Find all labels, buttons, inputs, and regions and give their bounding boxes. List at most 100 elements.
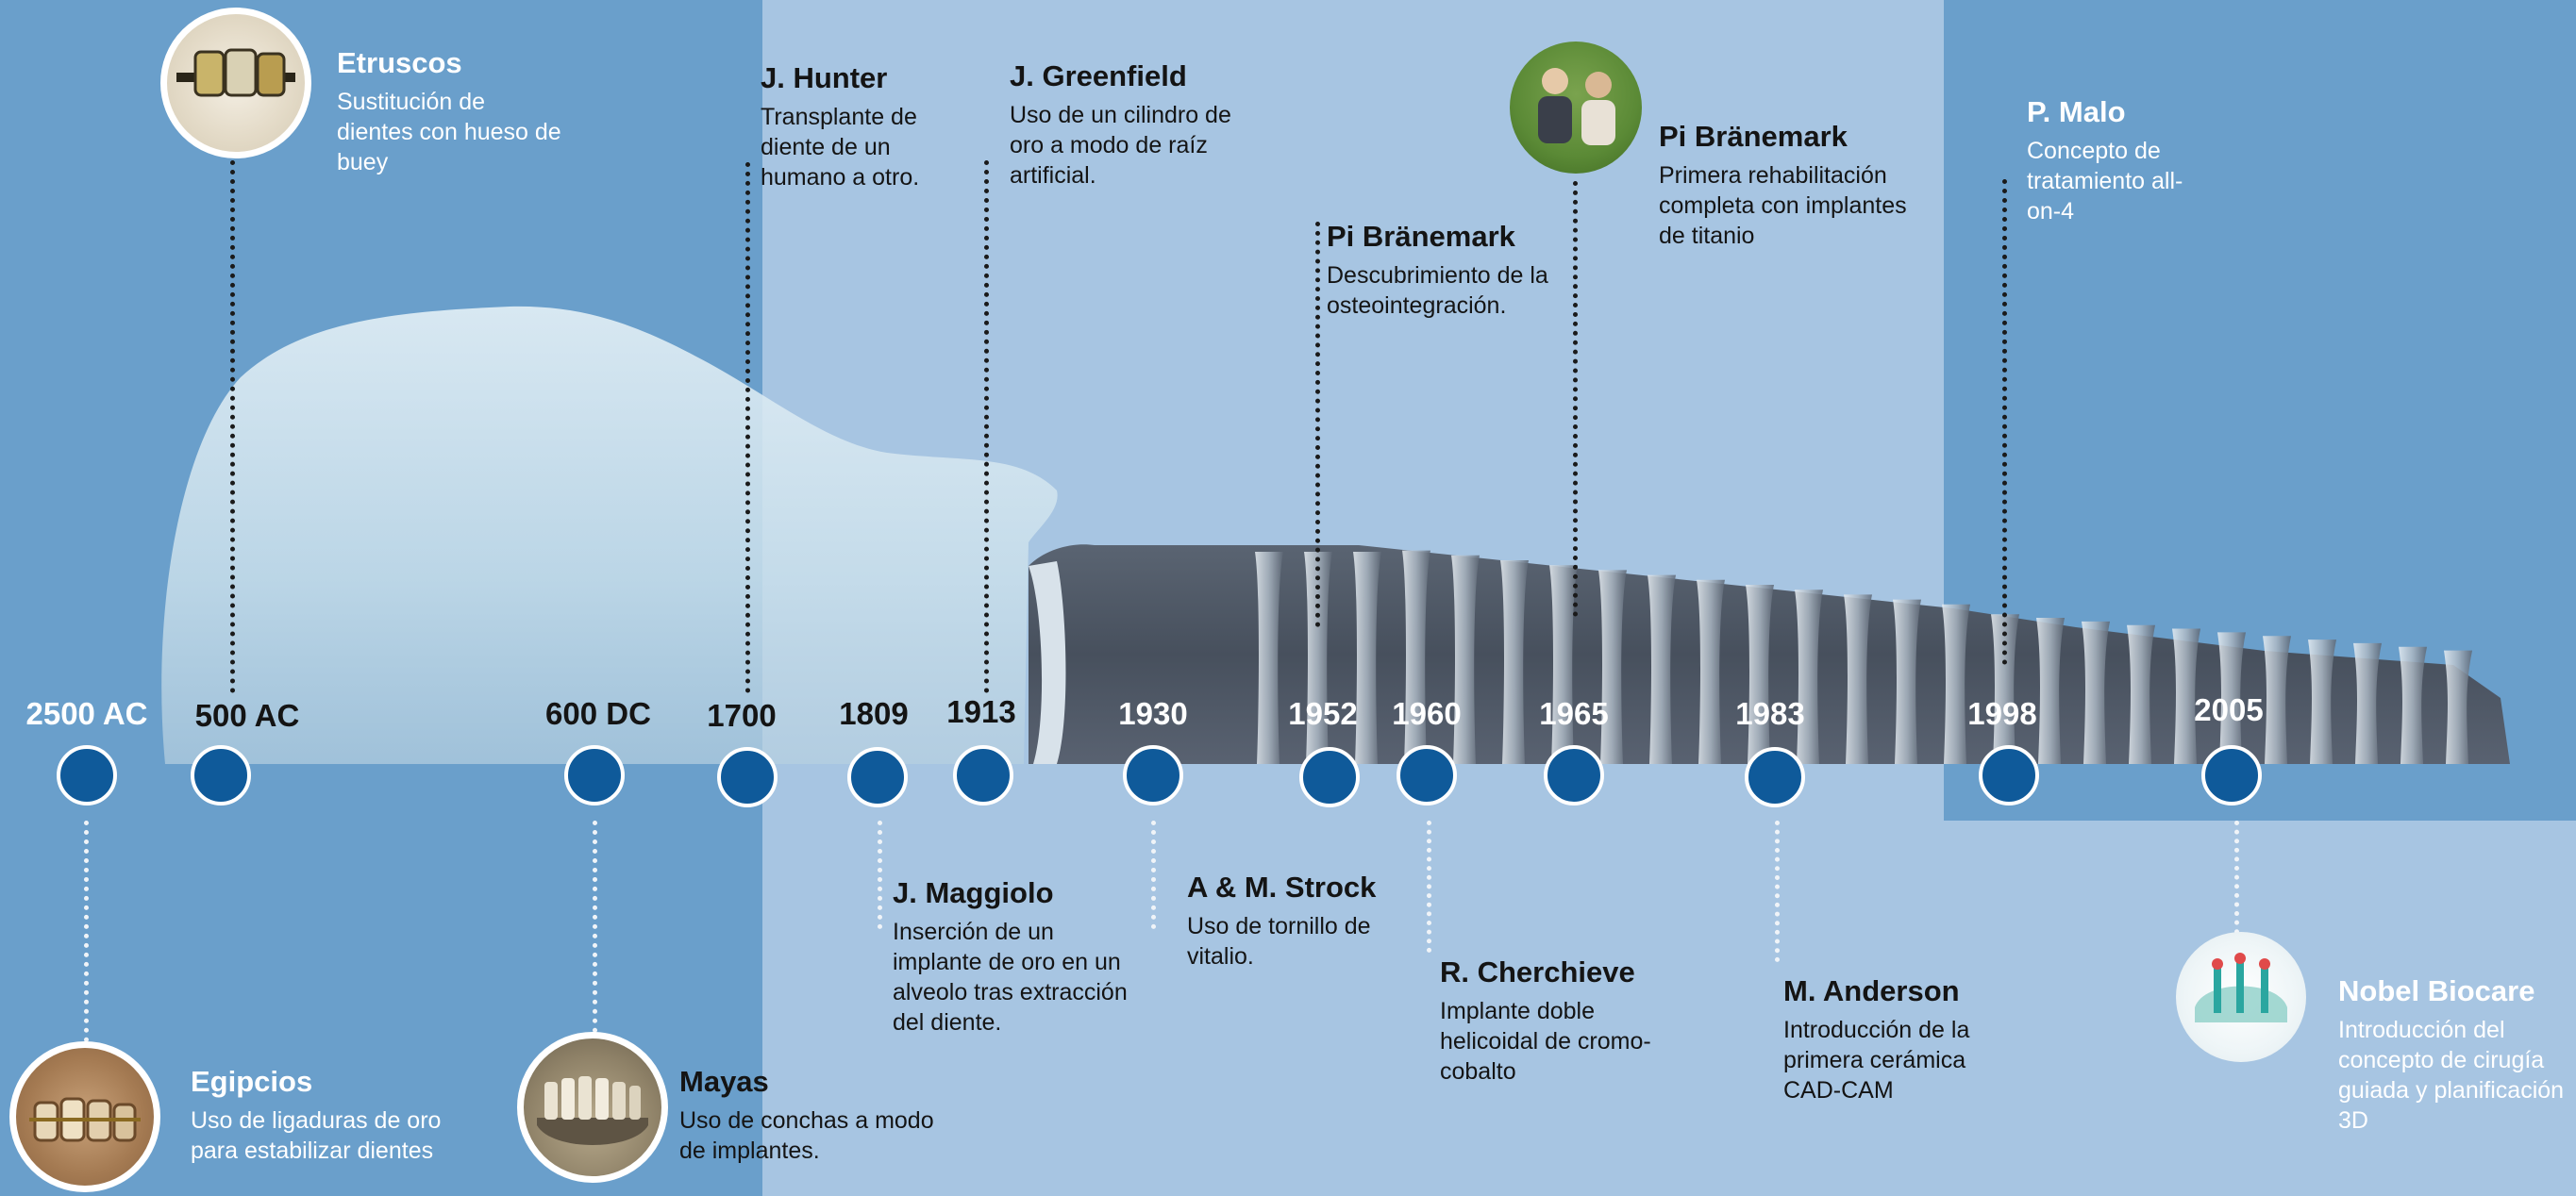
implant-thread [2036,618,2065,764]
implant-thread [2308,640,2336,764]
event-maggiolo: J. Maggiolo Inserción de un implante de … [893,875,1129,1038]
timeline-node [1979,745,2039,806]
event-strock: A & M. Strock Uso de tornillo de vitalio… [1187,870,1404,972]
event-title: J. Hunter [761,61,888,94]
event-description: Concepto de tratamiento all-on-4 [2027,138,2183,224]
timeline-node [1299,747,1360,807]
year-label: 500 AC [194,698,300,733]
timeline-node [953,745,1013,806]
event-mayas: Mayas Uso de conchas a modo de implantes… [679,1064,934,1166]
connector-line [1427,821,1431,953]
etruscan-dental-bridge-photo [160,8,311,158]
event-title: A & M. Strock [1187,871,1377,904]
implant-thread [1844,594,1872,764]
connector-line [1573,181,1578,617]
connector-line [1775,821,1780,962]
event-description: Uso de conchas a modo de implantes. [679,1107,934,1164]
year-label: 1930 [1118,696,1188,731]
dental-bridge-icon [176,48,295,97]
connector-line [984,160,989,693]
year-label: 1983 [1735,696,1805,731]
implant-thread [1255,552,1283,764]
implant-thread [1991,614,2019,764]
event-description: Sustitución de dientes con hueso de buey [337,89,561,175]
connector-line [2002,179,2007,665]
event-hunter: J. Hunter Transplante de diente de un hu… [761,60,963,192]
connector-line [230,160,235,693]
timeline-node [57,745,117,806]
implant-thread [1500,560,1529,764]
implant-thread [2127,624,2155,764]
year-label: 2500 AC [25,696,148,731]
event-description: Uso de tornillo de vitalio. [1187,913,1371,970]
implant-thread [1893,599,1921,764]
implant-thread [2399,646,2427,764]
surgical-guide-icon [2195,953,2287,1022]
timeline-node [1397,745,1457,806]
timeline-node [1544,745,1604,806]
year-label: 600 DC [545,696,651,731]
implant-thread [2444,650,2472,764]
implant-thread [1304,552,1332,764]
year-label: 1952 [1288,696,1358,731]
implant-thread [1402,550,1430,764]
event-description: Primera rehabilitación completa con impl… [1659,162,1907,249]
event-description: Introducción de la primera cerámica CAD-… [1783,1017,1970,1104]
year-label: 1913 [946,694,1016,729]
event-etruscos: Etruscos Sustitución de dientes con hues… [337,45,563,177]
implant-thread [1451,555,1480,764]
timeline-node [564,745,625,806]
mayan-jaw-fossil-photo [517,1032,668,1183]
year-label: 2005 [2194,692,2264,727]
implant-thread [2263,636,2291,764]
event-malo: P. Malo Concepto de tratamiento all-on-4 [2027,94,2216,226]
implant-thread [1598,570,1627,764]
event-description: Uso de un cilindro de oro a modo de raíz… [1010,102,1231,189]
egyptian-dental-artifact-photo [9,1041,160,1192]
timeline-node [717,747,778,807]
implant-thread [1648,574,1676,764]
branemark-portrait-photo [1510,42,1642,174]
event-description: Implante doble helicoidal de cromo-cobal… [1440,998,1651,1085]
event-nobel-biocare: Nobel Biocare Introducción del concepto … [2338,973,2572,1136]
connector-line [2234,821,2239,943]
year-label: 1700 [707,698,777,733]
tooth-crown-shape [161,306,1058,764]
connector-line [593,821,597,1033]
timeline-node [2201,745,2262,806]
event-branemark-1965: Pi Bränemark Primera rehabilitación comp… [1659,119,1932,251]
year-label: 1809 [839,696,909,731]
connector-line [84,821,89,1042]
implant-thread [1746,585,1774,764]
year-label: 1965 [1539,696,1609,731]
implant-thread [2217,632,2246,764]
implant-thread [1697,579,1725,764]
timeline-node [1123,745,1183,806]
event-title: Mayas [679,1065,769,1098]
implant-thread [2353,642,2382,764]
implant-thread [2082,621,2110,764]
event-description: Uso de ligaduras de oro para estabilizar… [191,1107,442,1164]
event-title: R. Cherchieve [1440,955,1635,988]
ancient-teeth-icon [29,1097,141,1142]
event-description: Inserción de un implante de oro en un al… [893,919,1128,1036]
connector-line [745,162,750,693]
event-cherchieve: R. Cherchieve Implante doble helicoidal … [1440,955,1695,1087]
implant-thread [1353,552,1381,764]
event-description: Transplante de diente de un humano a otr… [761,104,920,191]
event-title: Nobel Biocare [2338,974,2535,1007]
event-branemark-1952: Pi Bränemark Descubrimiento de la osteoi… [1327,219,1572,321]
event-egipcios: Egipcios Uso de ligaduras de oro para es… [191,1064,445,1166]
event-title: Pi Bränemark [1327,220,1515,253]
event-title: J. Greenfield [1010,59,1187,92]
guided-surgery-model-photo [2176,932,2306,1062]
connector-line [1315,222,1320,627]
event-greenfield: J. Greenfield Uso de un cilindro de oro … [1010,58,1236,191]
two-people-icon [1538,68,1615,145]
event-title: Egipcios [191,1065,313,1098]
year-label: 1998 [1967,696,2037,731]
event-anderson: M. Anderson Introducción de la primera c… [1783,973,2019,1105]
connector-line [878,821,882,929]
